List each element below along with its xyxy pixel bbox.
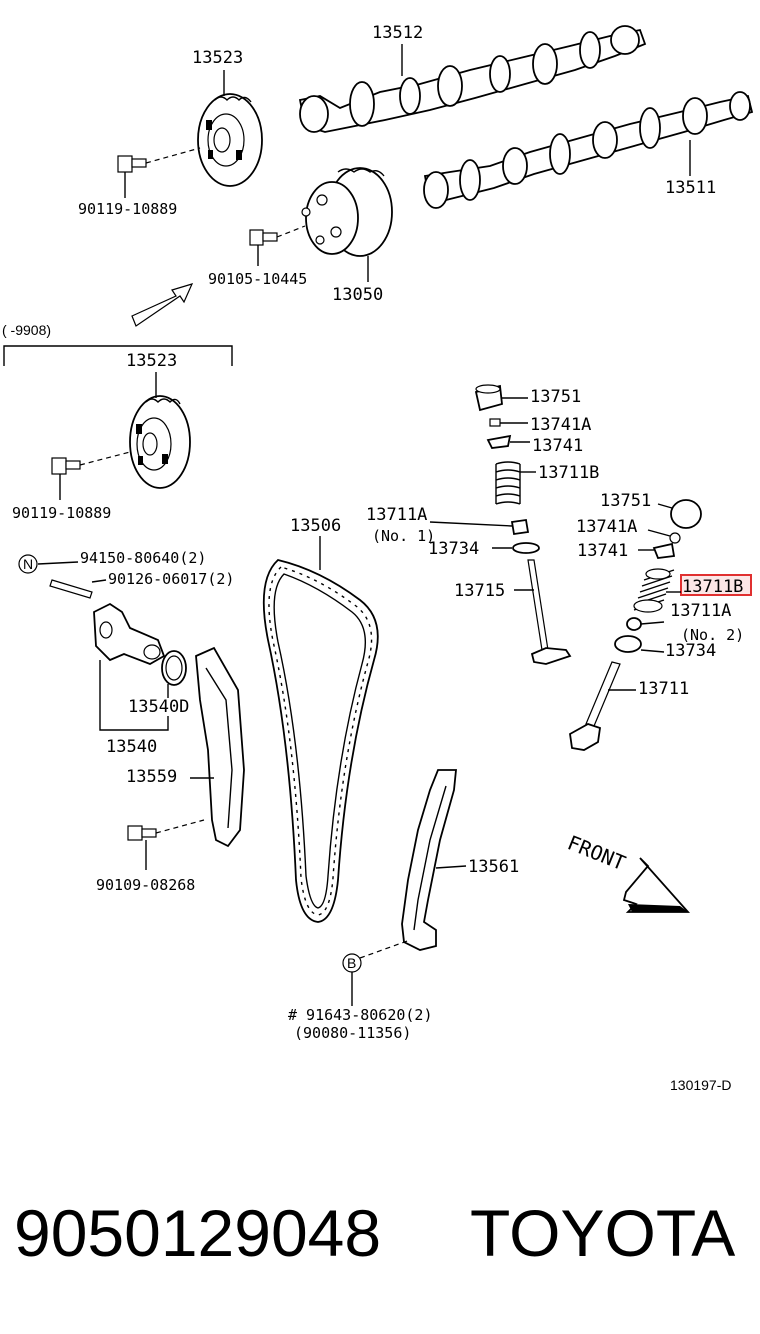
part-label-13741-b: 13741 [577,541,628,561]
label-no1: (No. 1) [372,527,435,545]
label-no2: (No. 2) [681,626,744,644]
intake-valve-13715 [527,559,572,665]
valve-keeper-13741A-a [489,418,501,427]
part-label-13523-mid: 13523 [126,351,177,371]
leader-13734-b [640,649,665,653]
part-label-13561: 13561 [468,857,519,877]
dash-bolt-90119-mid [79,451,131,466]
part-label-94150: 94150-80640(2) [80,549,206,567]
bolt-90105 [249,229,278,246]
mark-n: N [23,556,33,572]
camshaft-sprocket-13523-mid [129,395,191,489]
figure-code: 130197-D [670,1077,732,1093]
part-label-13523-top: 13523 [192,48,243,68]
part-label-13711B-b: 13711B [682,577,743,597]
chain-slipper-13559 [195,646,245,848]
part-label-13711B-a: 13711B [538,463,599,483]
spring-seat-13734-a [512,542,540,554]
front-label: FRONT [564,830,629,875]
timing-chain-13506 [262,559,379,923]
leader-13751-b [657,503,673,509]
leader-94150 [37,561,79,565]
leader-13711A-b [640,621,665,625]
mark-b: B [347,955,356,971]
front-arrow-shadow [628,904,688,912]
camshaft-13512 [298,25,647,133]
valve-lifter-13751-a [474,384,503,412]
valve-stem-seal-13711A-a [510,518,530,536]
mark-circle-n [18,554,38,574]
bracket-13540 [99,660,169,731]
valve-spring-13711B-b [633,568,675,613]
gasket-13540D-inner [165,655,183,681]
valve-spring-13711B-a [495,461,521,505]
part-label-13711A-b: 13711A [670,601,731,621]
leader-90126 [91,579,107,583]
bolt-90119-top [117,155,147,173]
part-label-13540: 13540 [106,737,157,757]
vvt-gear-13050 [301,167,393,257]
dash-bolt-90105 [276,225,306,238]
range-note: ( -9908) [2,322,51,338]
part-label-13511: 13511 [665,178,716,198]
part-label-90080: (90080-11356) [294,1024,411,1042]
highlight-box-13711B [680,574,752,596]
hollow-arrow [131,283,194,327]
part-label-13734-a: 13734 [428,539,479,559]
part-label-13734-b: 13734 [665,641,716,661]
spring-seat-13734-b [614,635,642,653]
part-label-90119-mid: 90119-10889 [12,504,111,522]
part-label-13741-a: 13741 [532,436,583,456]
part-label-13741A-b: 13741A [576,517,637,537]
bolt-90119-mid [51,457,81,475]
part-label-13512: 13512 [372,23,423,43]
exhaust-valve-13711 [569,661,621,751]
dash-bolt-90119-top [145,147,201,164]
valve-lifter-13751-b [670,499,702,529]
leader-13741A-b [647,529,671,537]
part-label-13751-a: 13751 [530,387,581,407]
footer-brand: TOYOTA [470,1196,735,1270]
part-label-13506: 13506 [290,516,341,536]
part-label-13711: 13711 [638,679,689,699]
part-label-90119-top: 90119-10889 [78,200,177,218]
footer-part-number: 9050129048 [14,1196,381,1270]
valve-keeper-13741A-b [669,532,681,544]
part-label-90109: 90109-08268 [96,876,195,894]
spring-retainer-13741-b [652,542,676,559]
part-label-13751-b: 13751 [600,491,651,511]
camshaft-sprocket-13523-top [197,93,263,187]
part-label-13715: 13715 [454,581,505,601]
part-label-13540D: 13540D [128,697,189,717]
leader-13561 [435,865,467,869]
spring-retainer-13741-a [486,434,512,449]
chain-tensioner-13540 [93,602,166,665]
leader-13711A-a [429,521,513,527]
chain-damper-13561 [401,769,457,951]
valve-stem-seal-13711A-b [626,617,642,631]
part-label-91643: # 91643-80620(2) [288,1006,433,1024]
camshaft-13511 [423,91,754,209]
range-bracket [3,345,233,366]
front-arrow [622,857,691,913]
part-label-13050: 13050 [332,285,383,305]
part-label-13741A-a: 13741A [530,415,591,435]
part-label-13711A-a: 13711A [366,505,427,525]
dash-bolt-91643 [359,939,411,959]
bolt-90109 [127,825,157,841]
part-label-90126: 90126-06017(2) [108,570,234,588]
dash-bolt-90109 [155,819,205,834]
part-label-90105: 90105-10445 [208,270,307,288]
stud-90126 [49,579,93,599]
part-label-13559: 13559 [126,767,177,787]
